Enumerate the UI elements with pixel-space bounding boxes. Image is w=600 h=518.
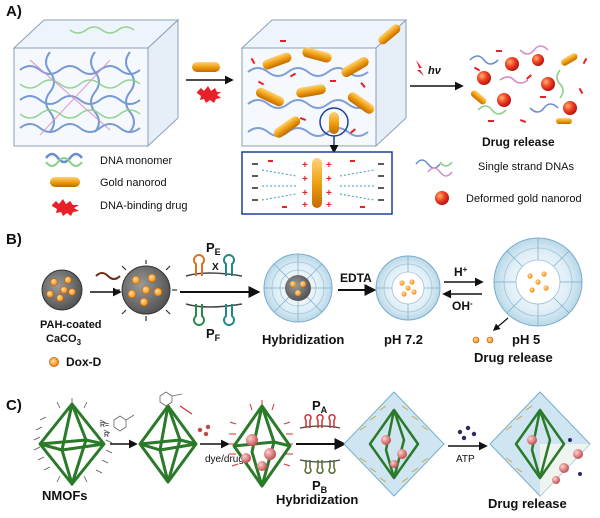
dox-d-marker-icon	[49, 357, 59, 367]
panel-b-label: B)	[6, 231, 22, 248]
pf-hairpins	[193, 304, 235, 326]
nmofs-label: NMOFs	[42, 488, 88, 503]
r-top-label: R=	[100, 422, 109, 429]
panel-a-legend-right: Single strand DNAs Deformed gold nanorod	[415, 159, 582, 205]
dna-hydrogel-cube	[12, 18, 180, 148]
ph5-label: pH 5	[512, 332, 540, 347]
ph72-label: pH 7.2	[384, 332, 423, 347]
caco3-core-modified	[115, 260, 177, 321]
svg-text:+: +	[326, 200, 332, 211]
panel-a: A)	[6, 3, 588, 216]
x-mark: X	[212, 262, 219, 273]
pb-hairpins	[304, 460, 336, 474]
drug-molecule-icon	[159, 391, 183, 407]
panel-c-label: C)	[6, 397, 22, 414]
drug-release-cluster	[469, 45, 588, 124]
lightning-icon	[416, 60, 424, 76]
caco3-core	[41, 269, 83, 311]
nmof-octahedron	[33, 398, 113, 486]
dna-binding-drug-icon	[197, 86, 221, 103]
core-label-1: PAH-coated	[40, 319, 102, 331]
legend-single-strand: Single strand DNAs	[478, 161, 574, 173]
svg-text:+: +	[302, 160, 308, 171]
pa-label: PA	[312, 398, 328, 415]
dye-dots	[197, 424, 211, 437]
panel-b-hybridization-label: Hybridization	[262, 332, 344, 347]
dox-strand-icon	[95, 272, 121, 280]
svg-text:+: +	[326, 174, 332, 185]
legend-dna-binding-drug: DNA-binding drug	[100, 200, 187, 212]
capsule-ph5	[493, 237, 583, 327]
dye-drug-label: dye/drug	[205, 454, 244, 465]
pa-hairpins	[304, 414, 336, 428]
edta-label: EDTA	[340, 271, 372, 285]
dox-d-label: Dox-D	[66, 355, 102, 369]
gold-nanorod-reagent	[192, 62, 220, 72]
nmof-release	[489, 391, 591, 497]
nmof-functionalized	[138, 391, 198, 484]
loaded-hydrogel-cube	[240, 18, 408, 148]
legend-gold-nanorod: Gold nanorod	[100, 177, 167, 189]
svg-text:+: +	[302, 188, 308, 199]
pe-hairpins	[193, 254, 235, 276]
r-bottom-label: R	[104, 432, 109, 439]
panel-c-hybridization-label: Hybridization	[276, 492, 358, 507]
panel-b-release-label: Drug release	[474, 350, 553, 365]
svg-text:+: +	[326, 160, 332, 171]
nmof-hybridized	[343, 391, 445, 497]
panel-a-release-label: Drug release	[482, 135, 555, 149]
svg-text:+: +	[302, 200, 308, 211]
svg-text:+: +	[302, 174, 308, 185]
pb-label: PB	[312, 478, 328, 495]
capsule-ph72	[375, 255, 441, 321]
panel-a-legend-left: DNA monomer Gold nanorod DNA-binding dru…	[45, 152, 187, 216]
nanorod-zoom-inset: ++++ ++++	[241, 151, 393, 215]
hybridized-capsule	[263, 253, 333, 323]
legend-dna-monomer: DNA monomer	[100, 155, 172, 167]
released-dox-dots	[472, 336, 494, 344]
ohminus-label: OH-	[452, 299, 473, 313]
panel-c-release-label: Drug release	[488, 496, 567, 511]
svg-text:+: +	[326, 188, 332, 199]
pe-label: PE	[206, 240, 221, 257]
light-label: hν	[428, 65, 442, 77]
panel-b: B)	[6, 231, 583, 369]
atp-label: ATP	[456, 454, 475, 465]
legend-deformed-nanorod: Deformed gold nanorod	[466, 193, 582, 205]
hplus-label: H+	[454, 265, 468, 279]
panel-c: C) R= R	[6, 391, 591, 511]
linker-structure-icon	[113, 414, 135, 432]
nmof-loaded	[229, 400, 293, 488]
pf-label: PF	[206, 326, 221, 343]
core-label-2: CaCO3	[46, 333, 82, 347]
panel-a-label: A)	[6, 3, 22, 20]
atp-dots	[457, 425, 477, 441]
